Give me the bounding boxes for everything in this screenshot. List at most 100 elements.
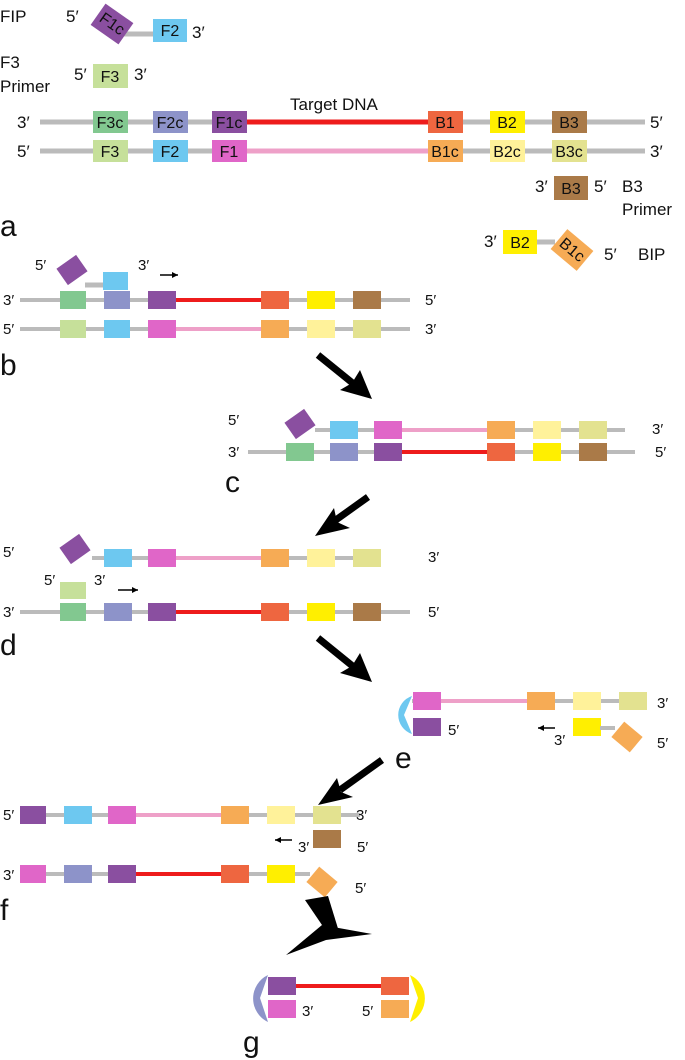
b-bot-b1c xyxy=(261,320,289,338)
d-top-b2c xyxy=(307,549,335,567)
arrow-b-to-c xyxy=(315,352,372,399)
e-bip-3prime: 3′ xyxy=(554,732,565,749)
a-top-3prime: 3′ xyxy=(17,113,30,132)
a-bot-3prime: 3′ xyxy=(650,142,663,161)
target-dna-label: Target DNA xyxy=(290,95,379,114)
c-top-b3c xyxy=(579,421,607,439)
c-top-5prime: 5′ xyxy=(228,412,239,429)
f-top-b1c xyxy=(221,806,249,824)
c-top-3prime: 3′ xyxy=(652,421,663,438)
a-bot-f3-label: F3 xyxy=(101,144,120,161)
a-bot-b1c-label: B1c xyxy=(431,144,459,161)
a-bot-f1-block xyxy=(212,140,247,162)
b-primer-3prime: 3′ xyxy=(138,257,149,274)
f-bot-b2 xyxy=(267,865,295,883)
c-bot-f3c xyxy=(286,443,314,461)
c-top-b2c xyxy=(533,421,561,439)
fip-f2-label: F2 xyxy=(161,23,180,40)
f3-primer-label-2: Primer xyxy=(0,77,50,96)
b3-primer-block-label: B3 xyxy=(561,181,581,198)
bip-5prime: 5′ xyxy=(604,245,617,264)
d-bot-b3 xyxy=(353,603,381,621)
a-top-f2c-label: F2c xyxy=(157,115,184,132)
arrow-d-e-head xyxy=(340,653,372,682)
panel-d-label: d xyxy=(0,629,17,662)
c-top-b1c xyxy=(487,421,515,439)
panel-d: 5′ 3′ 5′ 3′ 3′ 5′ d xyxy=(0,533,439,662)
f-bot-5prime: 5′ xyxy=(355,880,366,897)
b-bot-f2 xyxy=(104,320,130,338)
panel-e-label: e xyxy=(395,742,412,775)
f-top-5prime: 5′ xyxy=(3,807,14,824)
b-bot-5prime: 5′ xyxy=(3,321,14,338)
e-bip-b2 xyxy=(573,718,601,736)
f-top-3prime: 3′ xyxy=(356,807,367,824)
f-b3-5prime: 5′ xyxy=(357,839,368,856)
f-bot-f1 xyxy=(20,865,46,883)
f-bot-f2c xyxy=(64,865,92,883)
b-top-b1 xyxy=(261,291,289,309)
e-top-b1c xyxy=(527,692,555,710)
d-bot-b1 xyxy=(261,603,289,621)
arrow-c-to-d xyxy=(315,494,371,536)
e-bip-b1c xyxy=(611,721,643,753)
arrow-e-f-shaft xyxy=(337,757,385,793)
bip-b2-block xyxy=(503,230,537,254)
a-top-f3c-block xyxy=(93,111,128,133)
a-top-b1-label: B1 xyxy=(435,115,455,132)
b-top-b2 xyxy=(307,291,335,309)
g-top-b1 xyxy=(381,977,409,995)
b3-primer-label-2: Primer xyxy=(622,200,672,219)
g-bot-b1c xyxy=(381,1000,409,1018)
panel-c: 5′ 3′ 3′ 5′ c xyxy=(225,408,666,499)
d-extension-arrowhead xyxy=(132,587,138,593)
c-top-f1c xyxy=(284,408,316,440)
bip-3prime: 3′ xyxy=(484,232,497,251)
e-f1c-loopback xyxy=(413,718,441,736)
f-top-f1 xyxy=(108,806,136,824)
f-top-b2c xyxy=(267,806,295,824)
a-bot-b3c-block xyxy=(552,140,587,162)
a-top-f3c-label: F3c xyxy=(97,115,124,132)
a-top-b3-block xyxy=(552,111,587,133)
c-bot-b2 xyxy=(533,443,561,461)
d-top-f2 xyxy=(104,549,132,567)
d-top-3prime: 3′ xyxy=(428,549,439,566)
a-top-f1c-block xyxy=(212,111,247,133)
d-top-b3c xyxy=(353,549,381,567)
arrow-c-d-shaft xyxy=(330,494,371,525)
b-bot-b2c xyxy=(307,320,335,338)
b-extension-arrowhead xyxy=(172,272,178,278)
g-b1c-5prime: 5′ xyxy=(362,1003,373,1020)
a-top-f1c-label: F1c xyxy=(216,115,243,132)
arrow-f-to-g xyxy=(286,896,372,955)
b-top-5prime: 5′ xyxy=(425,292,436,309)
e-f1c-5prime: 5′ xyxy=(448,722,459,739)
panel-a: FIP 5′ F1c F2 3′ F3 Primer 5′ F3 3′ Targ… xyxy=(0,3,672,271)
panel-e: 3′ 5′ 3′ 5′ e xyxy=(395,692,668,775)
b-top-f1c xyxy=(148,291,176,309)
fip-3prime: 3′ xyxy=(192,23,205,42)
f3-primer-label-1: F3 xyxy=(0,53,20,72)
e-top-b2c xyxy=(573,692,601,710)
c-top-f2 xyxy=(330,421,358,439)
arrow-b-c-shaft xyxy=(315,352,358,388)
f-b3-primer xyxy=(313,830,341,848)
a-bot-b1c-block xyxy=(428,140,463,162)
b3-primer-label-1: B3 xyxy=(622,177,643,196)
g-right-loop xyxy=(410,975,425,1022)
a-bot-b2c-block xyxy=(490,140,525,162)
panel-b: 5′ 3′ 3′ 5′ 5′ 3′ b xyxy=(0,254,436,382)
f-bot-b1 xyxy=(221,865,249,883)
d-bot-f1c xyxy=(148,603,176,621)
g-top-f1c xyxy=(268,977,296,995)
f3-primer-block xyxy=(93,64,128,88)
a-bot-5prime: 5′ xyxy=(17,142,30,161)
panel-g: 3′ 5′ g xyxy=(243,975,425,1059)
f3-primer-5prime: 5′ xyxy=(74,65,87,84)
g-left-loop xyxy=(253,975,268,1022)
a-bot-f1-label: F1 xyxy=(220,144,239,161)
b-top-3prime: 3′ xyxy=(3,292,14,309)
f-extension-arrowhead xyxy=(275,837,281,843)
f-bot-3prime: 3′ xyxy=(3,867,14,884)
